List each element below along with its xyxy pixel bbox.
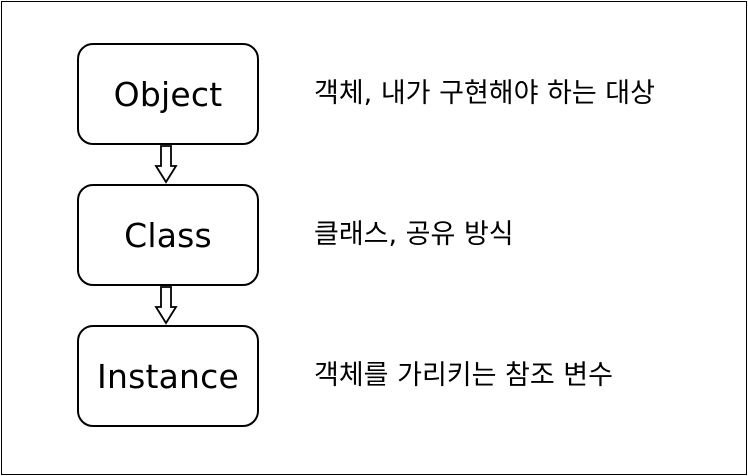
class-node-label: Class bbox=[124, 215, 212, 255]
hollow-down-arrow-icon bbox=[154, 145, 178, 184]
object-description: 객체, 내가 구현해야 하는 대상 bbox=[314, 78, 655, 109]
class-node: Class bbox=[77, 184, 259, 286]
instance-description: 객체를 가리키는 참조 변수 bbox=[314, 360, 613, 391]
instance-node: Instance bbox=[77, 325, 259, 427]
object-node: Object bbox=[77, 43, 259, 145]
class-description: 클래스, 공유 방식 bbox=[314, 219, 514, 250]
instance-node-label: Instance bbox=[97, 356, 239, 396]
object-node-label: Object bbox=[113, 74, 223, 114]
hollow-down-arrow-icon bbox=[154, 286, 178, 325]
